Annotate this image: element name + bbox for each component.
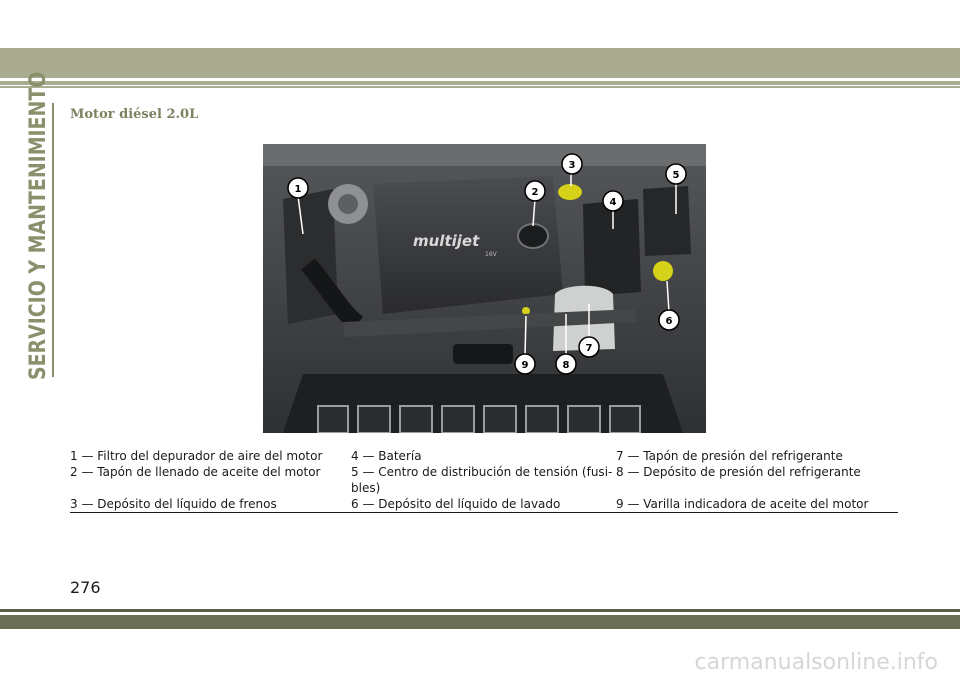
legend-item-9: 9 — Varilla indicadora de aceite del mot…	[616, 497, 869, 511]
svg-text:4: 4	[610, 197, 617, 208]
legend-item-8: 8 — Depósito de presión del refrigerante	[616, 465, 861, 479]
intake-hose	[301, 258, 364, 332]
page-number: 276	[70, 578, 101, 597]
cover-badge-sub: 16V	[485, 251, 498, 258]
section-title-underline	[52, 103, 54, 377]
callouts: 1 2 3 4 5 6 7 8 9	[287, 153, 687, 375]
hood-edge	[263, 144, 706, 166]
legend-item-6: 6 — Depósito del líquido de lavado	[351, 497, 561, 511]
brake-fluid-cap	[558, 184, 582, 200]
legend-row: 3 — Depósito del líquido de frenos 6 — D…	[70, 496, 898, 512]
callout-4	[602, 190, 624, 212]
engine-illustration: multijet 16V	[263, 144, 706, 433]
callout-7	[578, 336, 600, 358]
legend-item-4: 4 — Batería	[351, 449, 422, 463]
svg-text:7: 7	[586, 343, 593, 354]
header-rule-thin	[0, 86, 960, 88]
fuse-box	[643, 186, 691, 256]
svg-text:6: 6	[666, 316, 673, 327]
battery	[583, 199, 641, 296]
header-band	[0, 48, 960, 78]
engine-cover	[373, 176, 563, 314]
legend: 1 — Filtro del depurador de aire del mot…	[70, 448, 898, 512]
legend-item-5: 5 — Centro de distribución de tensión (f…	[351, 464, 613, 496]
washer-cap	[653, 261, 673, 281]
legend-item-1: 1 — Filtro del depurador de aire del mot…	[70, 449, 323, 463]
svg-text:9: 9	[522, 360, 529, 371]
figure-title: Motor diésel 2.0L	[70, 107, 199, 122]
callout-5	[665, 163, 687, 185]
svg-text:3: 3	[569, 160, 576, 171]
radiator-support	[343, 309, 637, 337]
section-title-vertical: SERVICIO Y MANTENIMIENTO	[26, 71, 51, 380]
callout-1	[287, 177, 309, 199]
callout-6	[658, 309, 680, 331]
svg-text:1: 1	[295, 184, 302, 195]
callout-3	[561, 153, 583, 175]
header-rule	[0, 81, 960, 85]
footer-rule	[0, 609, 960, 612]
watermark: carmanualsonline.info	[694, 650, 938, 675]
dipstick-handle	[522, 307, 530, 315]
legend-item-5-line2: bles)	[351, 481, 381, 495]
legend-rule	[70, 512, 898, 513]
callout-8	[555, 353, 577, 375]
oil-filler-cap	[517, 223, 549, 249]
legend-row: 2 — Tapón de llenado de aceite del motor…	[70, 464, 898, 496]
grille	[317, 405, 641, 433]
engine-photo: multijet 16V	[263, 144, 706, 433]
svg-text:5: 5	[673, 170, 680, 181]
callout-9	[514, 353, 536, 375]
legend-item-5-line1: 5 — Centro de distribución de tensión (f…	[351, 465, 613, 479]
legend-row: 1 — Filtro del depurador de aire del mot…	[70, 448, 898, 464]
callout-2	[524, 180, 546, 202]
legend-item-3: 3 — Depósito del líquido de frenos	[70, 497, 277, 511]
legend-item-2: 2 — Tapón de llenado de aceite del motor	[70, 465, 321, 479]
legend-item-7: 7 — Tapón de presión del refrigerante	[616, 449, 843, 463]
svg-text:8: 8	[563, 360, 570, 371]
cover-badge-text: multijet	[413, 232, 480, 250]
hood-latch	[453, 344, 513, 364]
footer-band	[0, 615, 960, 629]
svg-text:2: 2	[532, 187, 539, 198]
